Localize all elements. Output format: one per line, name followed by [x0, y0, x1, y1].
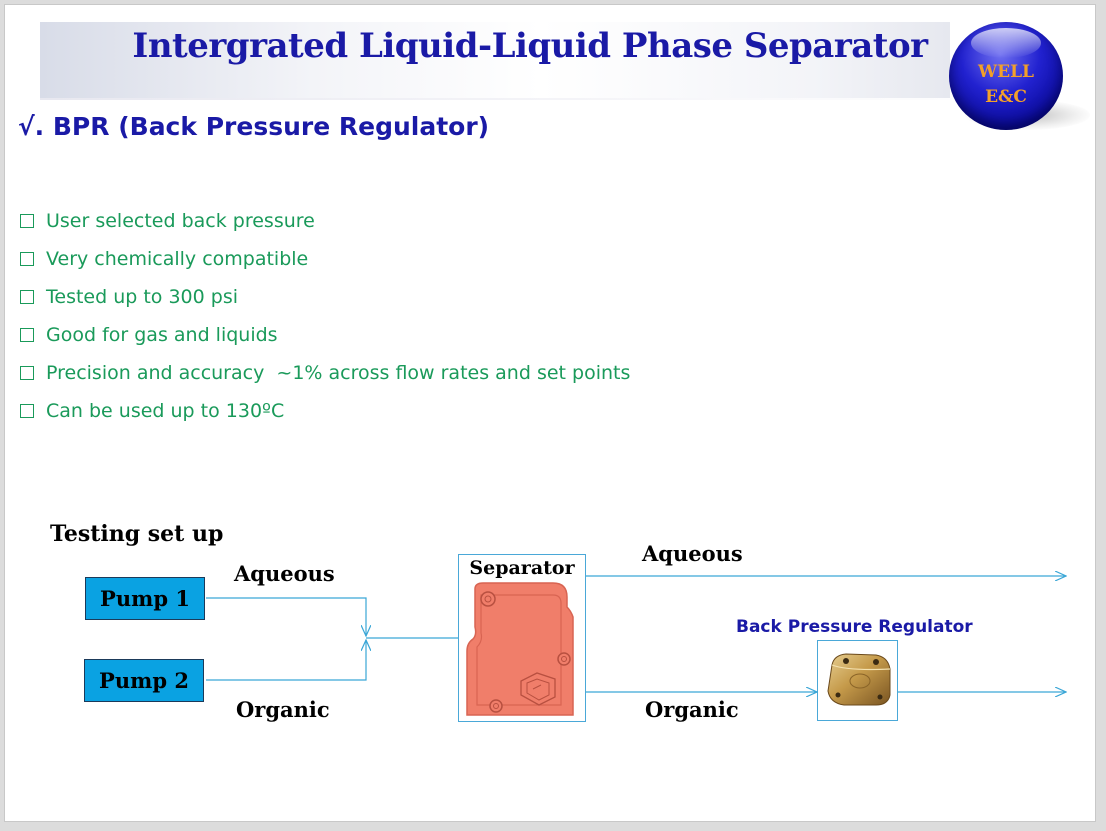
logo-gloss — [971, 28, 1041, 58]
pump-1-box: Pump 1 — [85, 577, 205, 620]
pump-2-label: Pump 2 — [99, 668, 189, 693]
aqueous-input-label: Aqueous — [234, 561, 335, 586]
list-item-text: Good for gas and liquids — [46, 324, 278, 346]
list-item-text: User selected back pressure — [46, 210, 315, 232]
organic-feed-line — [206, 640, 366, 681]
list-item: User selected back pressure — [20, 202, 630, 240]
pump-1-label: Pump 1 — [100, 586, 190, 611]
list-item-text: Tested up to 300 psi — [46, 286, 239, 308]
aqueous-output-label: Aqueous — [642, 541, 743, 566]
testing-setup-label: Testing set up — [50, 521, 224, 547]
separator-label: Separator — [469, 557, 575, 579]
separator-device-image — [466, 582, 574, 716]
title-band — [40, 22, 950, 100]
logo-text: WELL E&C — [949, 60, 1063, 110]
aqueous-feed-line — [206, 597, 366, 636]
logo-line-1: WELL — [978, 62, 1034, 82]
checkbox-square-icon — [20, 214, 34, 228]
section-heading: √. BPR (Back Pressure Regulator) — [18, 112, 490, 141]
organic-output-label: Organic — [645, 697, 739, 722]
list-item-text: Very chemically compatible — [46, 248, 309, 270]
pump-2-box: Pump 2 — [84, 659, 204, 702]
feature-list: User selected back pressure Very chemica… — [20, 202, 630, 430]
logo-line-2: E&C — [985, 87, 1027, 107]
bpr-device-image — [827, 653, 891, 706]
organic-input-label: Organic — [236, 697, 330, 722]
list-item: Very chemically compatible — [20, 240, 630, 278]
separator-box: Separator — [458, 554, 586, 722]
bpr-label: Back Pressure Regulator — [736, 617, 973, 637]
company-logo: WELL E&C — [949, 22, 1063, 130]
checkbox-square-icon — [20, 290, 34, 304]
checkbox-square-icon — [20, 328, 34, 342]
title-divider — [40, 98, 1040, 100]
list-item-text: Precision and accuracy ~1% across flow r… — [46, 362, 631, 384]
list-item: Tested up to 300 psi — [20, 278, 630, 316]
checkbox-square-icon — [20, 404, 34, 418]
list-item-text: Can be used up to 130ºC — [46, 400, 285, 422]
bpr-box — [817, 640, 898, 721]
page-title: Intergrated Liquid-Liquid Phase Separato… — [132, 26, 928, 66]
list-item: Precision and accuracy ~1% across flow r… — [20, 354, 630, 392]
list-item: Good for gas and liquids — [20, 316, 630, 354]
checkbox-square-icon — [20, 366, 34, 380]
list-item: Can be used up to 130ºC — [20, 392, 630, 430]
checkbox-square-icon — [20, 252, 34, 266]
